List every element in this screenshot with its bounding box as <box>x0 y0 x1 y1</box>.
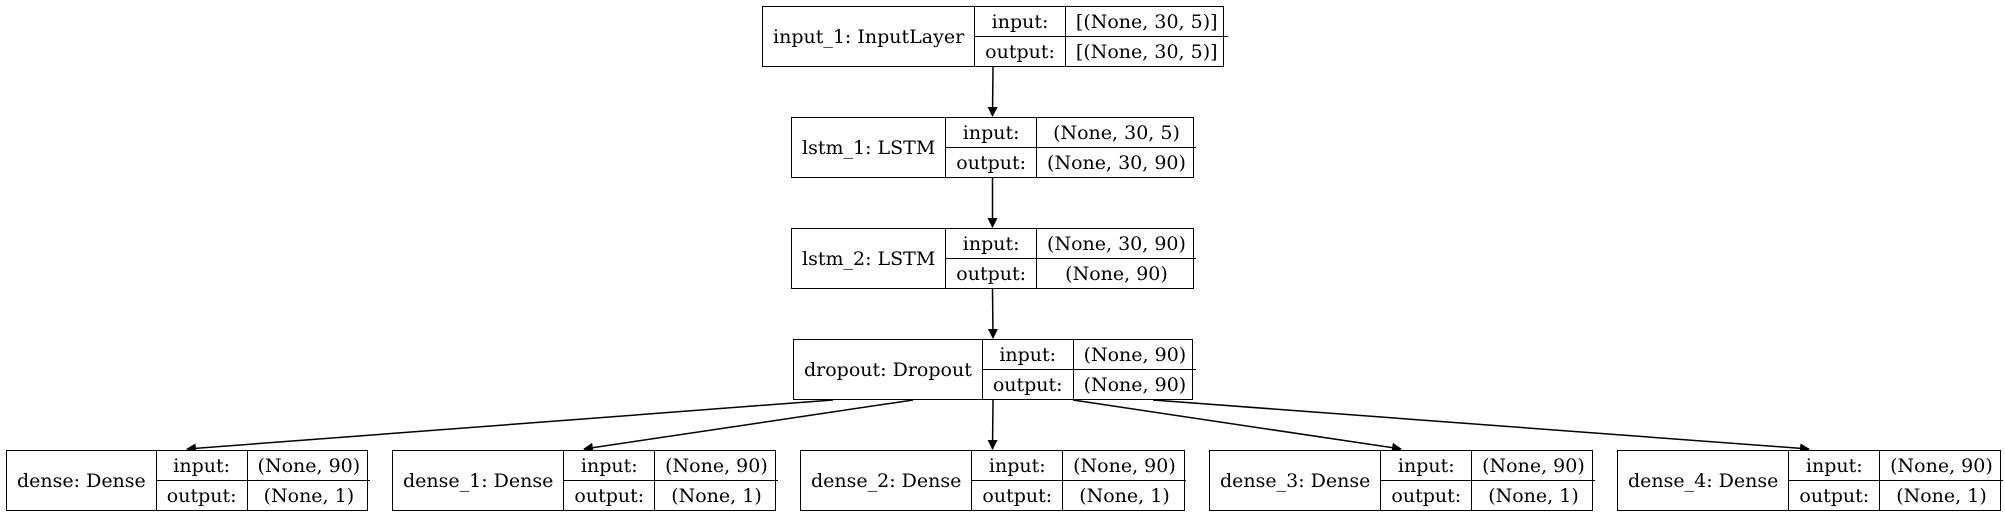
output-shape: [(None, 30, 5)] <box>1075 40 1218 63</box>
edge-dropout-to-dense_1 <box>583 399 914 453</box>
input-key: input: <box>1381 451 1472 481</box>
output-key: output: <box>956 262 1027 285</box>
node-dense-3: dense_3: Dense input: output: (None, 90) (… <box>1209 450 1595 511</box>
input-key: input: <box>982 340 1073 370</box>
node-dense-4: dense_4: Dense input: output: (None, 90) (… <box>1617 450 2003 511</box>
input-key: input: <box>1789 451 1880 481</box>
output-key: output: <box>992 373 1063 396</box>
input-shape: (None, 90) <box>1073 340 1197 370</box>
input-shape: (None, 90) <box>1472 451 1595 481</box>
node-name: dense_4: Dense <box>1618 451 1790 510</box>
input-key: input: <box>946 118 1037 148</box>
input-shape: (None, 90) <box>247 451 371 481</box>
node-name: lstm_2: LSTM <box>792 229 947 288</box>
node-name: dense_2: Dense <box>801 451 973 510</box>
edge-lstm_2-to-dropout <box>987 288 998 339</box>
node-name: dropout: Dropout <box>794 340 983 399</box>
input-shape: [(None, 30, 5)] <box>1065 7 1228 37</box>
input-key: input: <box>946 229 1037 259</box>
node-name: dense: Dense <box>7 451 157 510</box>
output-shape: (None, 1) <box>1896 484 1987 507</box>
node-input-1: input_1: InputLayer input: output: [(None… <box>762 6 1228 67</box>
output-key: output: <box>1799 484 1870 507</box>
output-shape: (None, 1) <box>671 484 762 507</box>
node-name: dense_3: Dense <box>1210 451 1382 510</box>
input-shape: (None, 90) <box>655 451 778 481</box>
output-key: output: <box>985 40 1055 63</box>
edge-dropout-to-dense_4 <box>1152 399 1810 454</box>
node-name: dense_1: Dense <box>393 451 565 510</box>
output-shape: (None, 1) <box>1488 484 1579 507</box>
input-key: input: <box>972 451 1063 481</box>
edge-input_1-to-lstm_1 <box>987 66 998 117</box>
output-key: output: <box>166 484 237 507</box>
input-shape: (None, 30, 90) <box>1037 229 1196 259</box>
node-dense-2: dense_2: Dense input: output: (None, 90) (… <box>800 450 1186 511</box>
output-key: output: <box>1391 484 1462 507</box>
output-shape: (None, 90) <box>1065 262 1168 285</box>
output-key: output: <box>956 151 1027 174</box>
node-dense: dense: Dense input: output: (None, 90) (No… <box>6 450 371 511</box>
output-shape: (None, 90) <box>1083 373 1187 396</box>
node-lstm-1: lstm_1: LSTM input: output: (None, 30, 5)… <box>791 117 1196 178</box>
input-key: input: <box>156 451 247 481</box>
input-key: input: <box>564 451 655 481</box>
output-shape: (None, 1) <box>263 484 355 507</box>
output-key: output: <box>982 484 1053 507</box>
output-key: output: <box>574 484 645 507</box>
input-shape: (None, 90) <box>1880 451 2003 481</box>
node-dense-1: dense_1: Dense input: output: (None, 90) (… <box>392 450 778 511</box>
edge-dropout-to-dense <box>186 399 834 454</box>
output-shape: (None, 30, 90) <box>1047 151 1186 174</box>
node-name: lstm_1: LSTM <box>792 118 947 177</box>
node-dropout: dropout: Dropout input: output: (None, 90… <box>793 339 1197 400</box>
input-key: input: <box>975 7 1065 37</box>
node-lstm-2: lstm_2: LSTM input: output: (None, 30, 90… <box>791 228 1196 289</box>
input-shape: (None, 30, 5) <box>1037 118 1196 148</box>
node-name: input_1: InputLayer <box>763 7 976 66</box>
edge-dropout-to-dense_3 <box>1072 399 1402 453</box>
output-shape: (None, 1) <box>1079 484 1170 507</box>
edge-dropout-to-dense_2 <box>987 399 998 450</box>
input-shape: (None, 90) <box>1063 451 1186 481</box>
